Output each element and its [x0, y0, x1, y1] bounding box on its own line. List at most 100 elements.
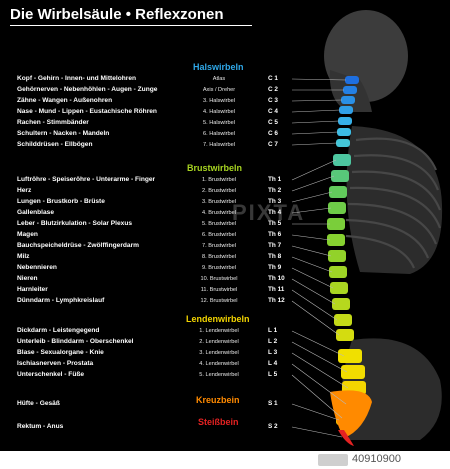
vertebra-code: C 7 — [268, 141, 278, 148]
connector-line — [291, 374, 343, 419]
connector-line — [291, 267, 334, 289]
vertebra-shape — [328, 250, 346, 262]
vertebra-code: Th 8 — [268, 253, 282, 260]
infographic: Die Wirbelsäule • Reflexzonen Halswirbel… — [0, 0, 450, 451]
vertebra-name: 10. Brustwirbel — [200, 276, 238, 282]
vertebra-code: C 4 — [268, 108, 278, 115]
footer-bar: 40910900 — [0, 451, 450, 469]
connector-line — [291, 142, 338, 146]
vertebra-code: Th 2 — [268, 187, 282, 194]
connector-line — [291, 352, 349, 389]
reflex-zone-label: Hüfte - Gesäß — [17, 400, 60, 407]
vertebra-name: 3. Lendenwirbel — [199, 350, 239, 356]
vertebra-name: 4. Lendenwirbel — [199, 361, 239, 367]
anatomy-illustration — [291, 10, 443, 446]
connector-lines — [291, 78, 349, 438]
connector-line — [291, 131, 339, 135]
connector-line — [291, 175, 335, 192]
vertebra-shape — [343, 86, 357, 94]
section-label-sacrum: Kreuzbein — [196, 395, 240, 405]
vertebra-shape — [330, 390, 372, 438]
reflex-zone-label: Gehörnerven - Nebenhöhlen - Augen - Zung… — [17, 86, 158, 93]
vertebra-name: 7. Halswirbel — [202, 142, 236, 148]
vertebra-code: C 5 — [268, 119, 278, 126]
vertebra-shape — [345, 76, 359, 84]
section-cervical-text: Halswirbeln — [193, 62, 244, 72]
vertebra-shape — [341, 96, 355, 104]
connector-line — [291, 245, 332, 257]
vertebra-name: 2. Lendenwirbel — [199, 339, 239, 345]
connector-line — [291, 341, 348, 373]
table-row: Gehörnerven - Nebenhöhlen - Augen - Zung… — [0, 85, 290, 95]
vertebra-name: Atlas — [212, 76, 226, 82]
table-row: Nase - Mund - Lippen - Eustachische Röhr… — [0, 107, 290, 117]
vertebra-code: Th 12 — [268, 297, 285, 304]
connector-line — [291, 78, 347, 81]
vertebra-shape — [338, 349, 362, 363]
vertebra-shape — [334, 314, 352, 326]
vertebra-name: 5. Lendenwirbel — [199, 372, 239, 378]
vertebra-name: 11. Brustwirbel — [200, 287, 238, 293]
reflex-zone-label: Rachen - Stimmbänder — [17, 119, 89, 126]
reflex-zone-label: Nebennieren — [17, 264, 57, 271]
connector-line — [291, 300, 340, 336]
connector-line — [291, 426, 343, 438]
vertebra-code: Th 5 — [268, 220, 282, 227]
connector-line — [291, 256, 333, 273]
vertebra-code: Th 1 — [268, 176, 282, 183]
section-label-thoracic: Brustwirbeln — [187, 163, 242, 173]
vertebra-shape — [336, 139, 350, 147]
section-coccyx-text: Steißbein — [198, 417, 239, 427]
vertebra-name: 4. Brustwirbel — [202, 210, 236, 216]
watermark: PIXTA — [232, 200, 306, 225]
vertebra-name: 9. Brustwirbel — [202, 265, 236, 271]
vertebra-code: S 1 — [268, 400, 278, 407]
vertebra-name: Axis / Dreher — [202, 87, 236, 93]
vertebra-shape — [336, 329, 354, 341]
vertebra-shape — [329, 186, 347, 198]
stock-logo-icon — [318, 454, 348, 466]
section-sacrum-text: Kreuzbein — [196, 395, 240, 405]
vertebra-name: 6. Brustwirbel — [202, 232, 236, 238]
reflex-zone-label: Leber - Blutzirkulation - Solar Plexus — [17, 220, 133, 227]
section-lumbar-text: Lendenwirbeln — [186, 314, 250, 324]
connector-line — [291, 109, 341, 113]
vertebra-name: 4. Halswirbel — [202, 109, 236, 115]
vertebra-shape — [333, 154, 351, 166]
vertebra-name: 1. Lendenwirbel — [199, 328, 239, 334]
title-underline — [10, 25, 252, 26]
section-thoracic-text: Brustwirbeln — [187, 163, 243, 173]
reflex-zone-label: Schilddrüsen - Ellbögen — [17, 141, 93, 148]
table-row: Schilddrüsen - Ellbögen 7. Halswirbel C 7 — [0, 140, 290, 150]
reflex-zone-label: Harnleiter — [17, 286, 48, 293]
vertebra-code: Th 10 — [268, 275, 285, 282]
reflex-zone-label: Dickdarm - Leistengegend — [17, 327, 100, 334]
page-title: Die Wirbelsäule • Reflexzonen — [10, 6, 224, 23]
reflex-zone-label: Gallenblase — [17, 209, 55, 216]
vertebra-name: 1. Brustwirbel — [202, 177, 236, 183]
vertebra-shape — [341, 365, 365, 379]
section-label-cervical: Halswirbeln — [193, 62, 244, 72]
connector-line — [291, 159, 337, 181]
stock-id: 40910900 — [352, 453, 401, 465]
reflex-zone-label: Kopf - Gehirn - Innen- und Mittelohren — [17, 75, 137, 82]
vertebra-name: 12. Brustwirbel — [200, 298, 238, 304]
table-row: Luftröhre - Speiseröhre - Unterarme - Fi… — [0, 175, 290, 185]
vertebra-name: 8. Brustwirbel — [202, 254, 236, 260]
reflex-zone-label: Ischiasnerven - Prostata — [17, 360, 94, 367]
vertebra-shape — [338, 117, 352, 125]
